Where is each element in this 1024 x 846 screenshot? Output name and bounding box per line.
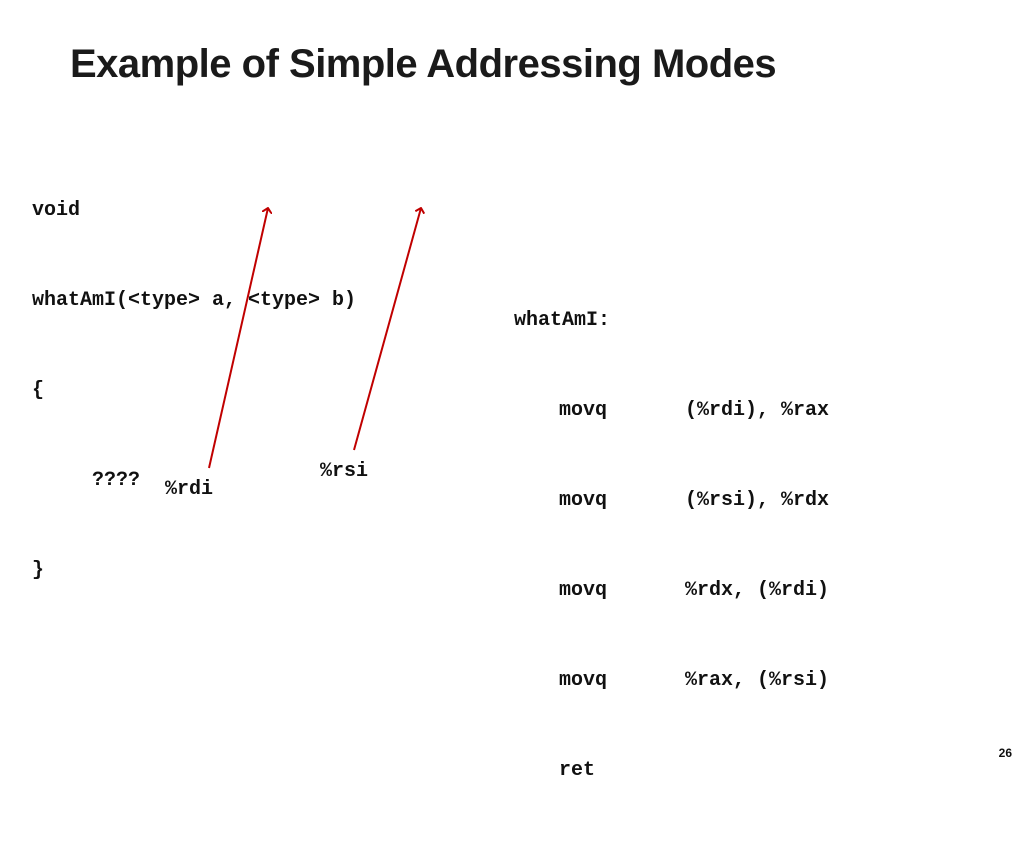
- slide-title: Example of Simple Addressing Modes: [70, 42, 777, 86]
- c-code-line: }: [32, 559, 45, 582]
- annotation-arrows: [208, 0, 1024, 469]
- c-code-line: whatAmI(<type> a, <type> b): [32, 289, 357, 312]
- asm-operands: (%rsi), %rdx: [685, 489, 830, 512]
- asm-operands: %rax, (%rsi): [685, 669, 830, 692]
- asm-opcode: movq: [559, 579, 608, 602]
- asm-opcode: movq: [559, 399, 608, 422]
- c-code-line: ????: [32, 469, 141, 492]
- asm-operands: (%rdi), %rax: [685, 399, 830, 422]
- page-number: 26: [998, 746, 1012, 760]
- asm-opcode: movq: [559, 669, 608, 692]
- asm-operands: %rdx, (%rdi): [685, 579, 830, 602]
- rdi-label: %rdi: [165, 478, 214, 501]
- c-code-line: {: [32, 379, 45, 402]
- asm-opcode: movq: [559, 489, 608, 512]
- arrow-rdi-to-a: [208, 208, 268, 469]
- arrow-rsi-to-b: [353, 208, 421, 451]
- slide: Example of Simple Addressing Modes void …: [32, 0, 1024, 782]
- asm-instruction: movq (%rdi), %rax: [514, 396, 829, 426]
- asm-code-block: whatAmI: movq (%rdi), %rax movq (%rsi), %r…: [514, 246, 829, 846]
- asm-instruction: movq %rax, (%rsi): [514, 666, 829, 696]
- rsi-label: %rsi: [320, 460, 369, 483]
- asm-label: whatAmI:: [514, 309, 611, 332]
- c-code-block: void whatAmI(<type> a, <type> b) { ???? …: [32, 136, 356, 646]
- asm-instruction: movq (%rsi), %rdx: [514, 486, 829, 516]
- c-code-line: void: [32, 199, 81, 222]
- asm-instruction: movq %rdx, (%rdi): [514, 576, 829, 606]
